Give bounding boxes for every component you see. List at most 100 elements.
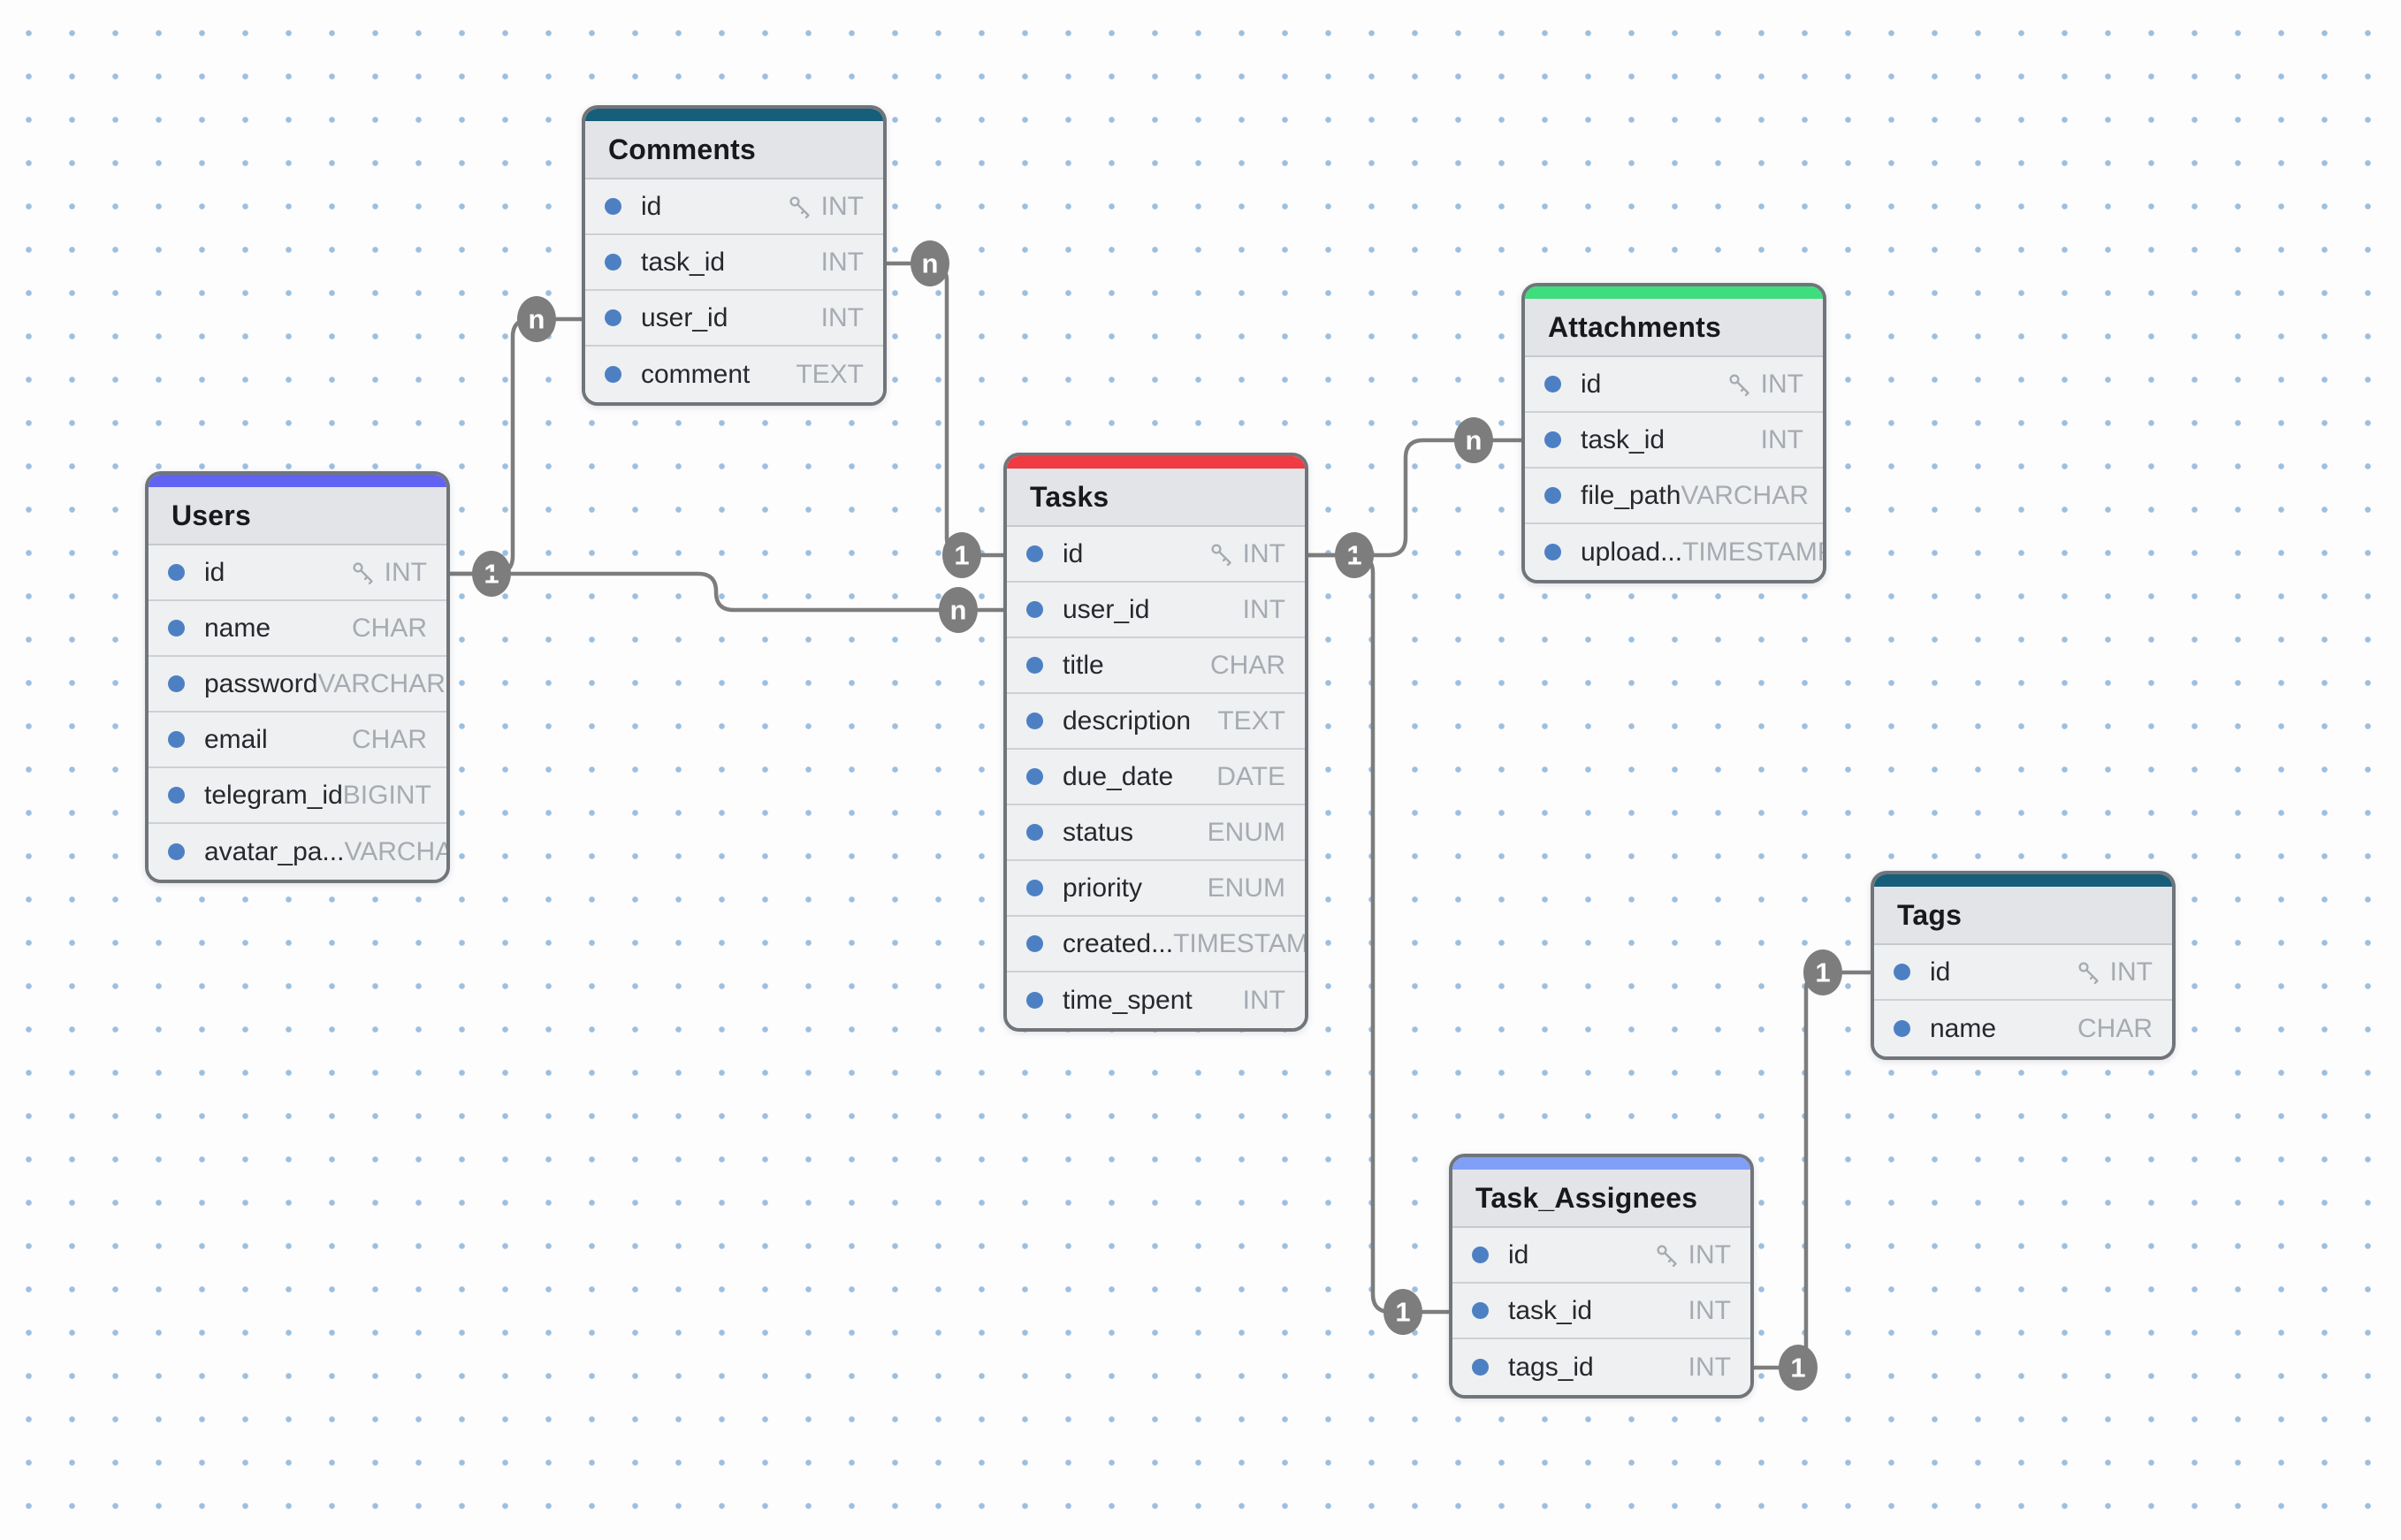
field-dot-icon	[1026, 824, 1043, 841]
relationship-line[interactable]	[1754, 972, 1871, 1368]
field-row-users-id[interactable]: id INT	[149, 545, 446, 601]
field-type-text: INT	[2110, 957, 2153, 987]
table-users[interactable]: Users id INT name CHAR password	[145, 471, 450, 883]
field-type: INT	[821, 303, 864, 333]
field-row-task_assignees-task_id[interactable]: task_id INT	[1452, 1284, 1750, 1339]
field-row-tags-id[interactable]: id INT	[1874, 945, 2172, 1001]
field-name: id	[1581, 370, 1601, 400]
relationship-Users.id-Tasks.user_id: n	[450, 574, 1003, 633]
table-fields: id INT task_id INT file_path VARCHAR	[1525, 357, 1823, 580]
field-type: INT	[1726, 370, 1803, 400]
table-accent-bar	[1525, 286, 1823, 299]
field-type-text: TEXT	[796, 360, 864, 390]
table-tags[interactable]: Tags id INT name CHAR	[1871, 871, 2176, 1060]
field-row-tasks-id[interactable]: id INT	[1007, 527, 1305, 583]
field-row-task_assignees-tags_id[interactable]: tags_id INT	[1452, 1339, 1750, 1395]
table-title: Attachments	[1525, 299, 1823, 357]
field-row-users-name[interactable]: name CHAR	[149, 601, 446, 657]
field-row-attachments-id[interactable]: id INT	[1525, 357, 1823, 413]
field-row-users-email[interactable]: email CHAR	[149, 713, 446, 768]
table-task_assignees[interactable]: Task_Assignees id INT task_id INT tags_i…	[1449, 1154, 1754, 1399]
field-name: task_id	[641, 248, 725, 278]
field-row-comments-user_id[interactable]: user_id INT	[585, 291, 883, 347]
field-type: VARCHAR	[1681, 481, 1808, 511]
field-name: name	[1930, 1014, 1996, 1044]
field-name: due_date	[1063, 762, 1173, 792]
field-name: created...	[1063, 929, 1173, 959]
table-tasks[interactable]: Tasks id INT user_id INT title	[1003, 453, 1308, 1032]
table-attachments[interactable]: Attachments id INT task_id INT file_path	[1521, 283, 1826, 583]
field-type: INT	[1688, 1296, 1731, 1326]
field-name: id	[641, 192, 661, 222]
table-comments[interactable]: Comments id INT task_id INT user_id	[582, 105, 887, 406]
relationship-Tags.id-Task_Assignees.tags_id: 11	[1754, 949, 1871, 1391]
field-row-tasks-status[interactable]: status ENUM	[1007, 805, 1305, 861]
field-type: BIGINT	[343, 781, 431, 811]
relationship-line[interactable]	[887, 263, 1003, 555]
field-row-attachments-file_path[interactable]: file_path VARCHAR	[1525, 469, 1823, 524]
relationship-line[interactable]	[450, 319, 582, 574]
table-accent-bar	[149, 475, 446, 487]
field-row-tasks-time_spent[interactable]: time_spent INT	[1007, 972, 1305, 1028]
field-row-attachments-upload...[interactable]: upload... TIMESTAMP	[1525, 524, 1823, 580]
field-dot-icon	[168, 564, 185, 581]
field-type-text: INT	[1761, 425, 1803, 455]
relationship-line[interactable]	[1308, 440, 1521, 555]
field-row-tags-name[interactable]: name CHAR	[1874, 1001, 2172, 1056]
table-title: Users	[149, 487, 446, 545]
field-type-text: TEXT	[1217, 706, 1285, 736]
field-type-text: INT	[821, 248, 864, 278]
field-row-attachments-task_id[interactable]: task_id INT	[1525, 413, 1823, 469]
field-row-tasks-created...[interactable]: created... TIMESTAMP	[1007, 917, 1305, 972]
field-type-text: INT	[385, 558, 427, 588]
field-dot-icon	[1472, 1359, 1489, 1376]
field-row-tasks-priority[interactable]: priority ENUM	[1007, 861, 1305, 917]
field-row-users-password[interactable]: password VARCHAR	[149, 657, 446, 713]
field-type-text: CHAR	[1210, 651, 1285, 681]
field-type-text: CHAR	[2077, 1014, 2153, 1044]
field-dot-icon	[168, 675, 185, 692]
field-dot-icon	[168, 787, 185, 804]
relationship-line[interactable]	[450, 574, 1003, 610]
field-type: INT	[1243, 595, 1285, 625]
field-row-comments-comment[interactable]: comment TEXT	[585, 347, 883, 402]
field-name: id	[1930, 957, 1950, 987]
field-row-comments-task_id[interactable]: task_id INT	[585, 235, 883, 291]
cardinality-badge-label: n	[1466, 425, 1483, 456]
field-type: INT	[1208, 539, 1285, 569]
primary-key-icon	[2076, 959, 2102, 986]
primary-key-icon	[350, 560, 377, 586]
field-type-text: VARCHAR	[344, 837, 450, 867]
field-type-text: INT	[1243, 986, 1285, 1016]
field-row-tasks-description[interactable]: description TEXT	[1007, 694, 1305, 750]
table-title: Task_Assignees	[1452, 1170, 1750, 1228]
field-row-tasks-due_date[interactable]: due_date DATE	[1007, 750, 1305, 805]
field-name: file_path	[1581, 481, 1681, 511]
field-name: tags_id	[1508, 1353, 1594, 1383]
field-type: ENUM	[1208, 818, 1285, 848]
field-name: time_spent	[1063, 986, 1193, 1016]
field-dot-icon	[605, 254, 621, 271]
field-type-text: TIMESTAMP	[1173, 929, 1308, 959]
field-name: status	[1063, 818, 1133, 848]
cardinality-badge-label: 1	[1815, 957, 1830, 988]
field-row-tasks-user_id[interactable]: user_id INT	[1007, 583, 1305, 638]
relationship-line[interactable]	[1308, 555, 1449, 1312]
field-dot-icon	[605, 366, 621, 383]
field-row-task_assignees-id[interactable]: id INT	[1452, 1228, 1750, 1284]
field-row-users-avatar_pa...[interactable]: avatar_pa... VARCHAR	[149, 824, 446, 880]
field-row-comments-id[interactable]: id INT	[585, 179, 883, 235]
primary-key-icon	[787, 194, 813, 220]
field-name: user_id	[1063, 595, 1149, 625]
field-type: INT	[1243, 986, 1285, 1016]
field-dot-icon	[1026, 992, 1043, 1009]
field-type-text: INT	[1243, 595, 1285, 625]
field-type-text: VARCHAR	[1681, 481, 1808, 511]
field-name: password	[204, 669, 317, 699]
field-type: INT	[821, 248, 864, 278]
field-dot-icon	[1026, 935, 1043, 952]
field-type-text: INT	[1688, 1240, 1731, 1270]
field-row-tasks-title[interactable]: title CHAR	[1007, 638, 1305, 694]
field-row-users-telegram_id[interactable]: telegram_id BIGINT	[149, 768, 446, 824]
